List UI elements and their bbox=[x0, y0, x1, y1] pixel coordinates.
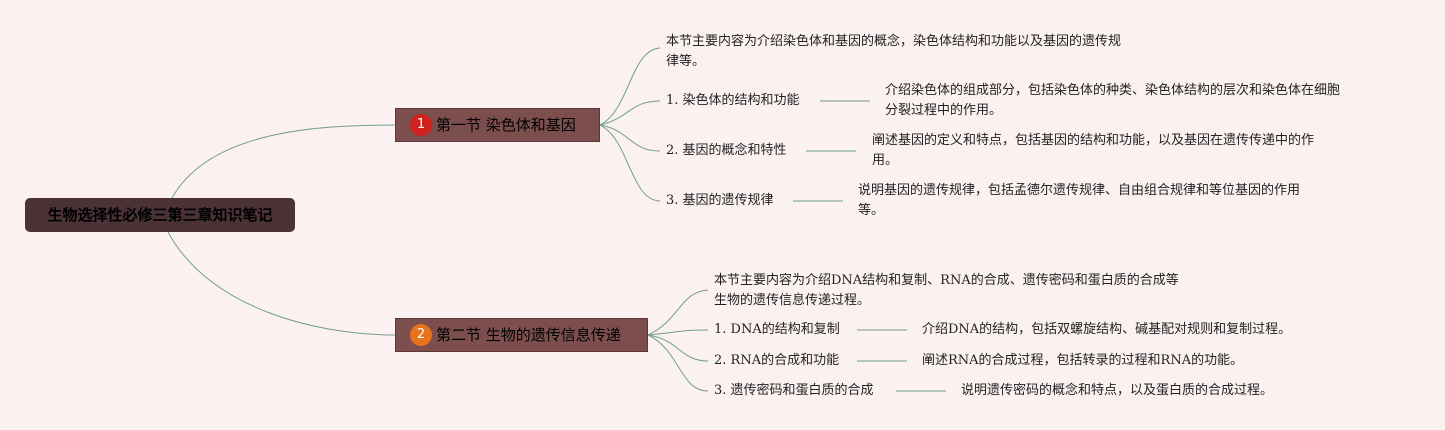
section-1-topic-2-detail: 阐述基因的定义和特点，包括基因的结构和功能，以及基因在遗传传递中的作 用。 bbox=[872, 133, 1315, 168]
connector-sec2-intro bbox=[647, 289, 709, 336]
section-2-topic-1-detail: 介绍DNA的结构，包括双螺旋结构、碱基配对规则和复制过程。 bbox=[922, 322, 1292, 337]
section-1-topic-3[interactable]: 3. 基因的遗传规律 bbox=[666, 193, 774, 208]
section-1-topic-3-detail: 说明基因的遗传规律，包括孟德尔遗传规律、自由组合规律和等位基因的作用 等。 bbox=[858, 183, 1301, 218]
section-2-topic-3[interactable]: 3. 遗传密码和蛋白质的合成 bbox=[714, 383, 874, 398]
section-2-title: 第二节 生物的遗传信息传递 bbox=[436, 326, 621, 344]
connector-root-sec1 bbox=[171, 124, 396, 199]
connector-sec1-topic3 bbox=[599, 124, 661, 202]
section-2-topic-3-detail: 说明遗传密码的概念和特点，以及蛋白质的合成过程。 bbox=[961, 383, 1274, 398]
connector-sec2-topic2 bbox=[647, 334, 709, 362]
number-1-badge-icon: 1 bbox=[410, 113, 432, 136]
connector-sec2-topic1 bbox=[647, 329, 709, 336]
connector-sec2-topic3 bbox=[647, 334, 709, 392]
section-1-topic-1[interactable]: 1. 染色体的结构和功能 bbox=[666, 93, 800, 108]
section-2-topic-2-detail: 阐述RNA的合成过程，包括转录的过程和RNA的功能。 bbox=[922, 353, 1244, 368]
root-node[interactable]: 生物选择性必修三第三章知识笔记 bbox=[25, 198, 295, 232]
connector-sec1-topic1 bbox=[599, 100, 661, 126]
connector-root-sec2 bbox=[167, 231, 396, 336]
section-2-topic-1[interactable]: 1. DNA的结构和复制 bbox=[714, 322, 840, 337]
connector-sec1-intro bbox=[599, 47, 661, 126]
section-1-topic-1-detail: 介绍染色体的组成部分，包括染色体的种类、染色体结构的层次和染色体在细胞 分裂过程… bbox=[885, 83, 1341, 118]
section-2-intro: 本节主要内容为介绍DNA结构和复制、RNA的合成、遗传密码和蛋白质的合成等 生物… bbox=[714, 273, 1179, 308]
root-title: 生物选择性必修三第三章知识笔记 bbox=[47, 206, 273, 224]
number-2-badge-icon: 2 bbox=[410, 323, 432, 346]
connector-sec1-topic2 bbox=[599, 124, 661, 152]
section-1-title: 第一节 染色体和基因 bbox=[436, 116, 576, 134]
section-1-intro: 本节主要内容为介绍染色体和基因的概念，染色体结构和功能以及基因的遗传规 律等。 bbox=[666, 34, 1122, 69]
section-1-topic-2[interactable]: 2. 基因的概念和特性 bbox=[666, 143, 787, 158]
section-2-topic-2[interactable]: 2. RNA的合成和功能 bbox=[714, 353, 840, 368]
